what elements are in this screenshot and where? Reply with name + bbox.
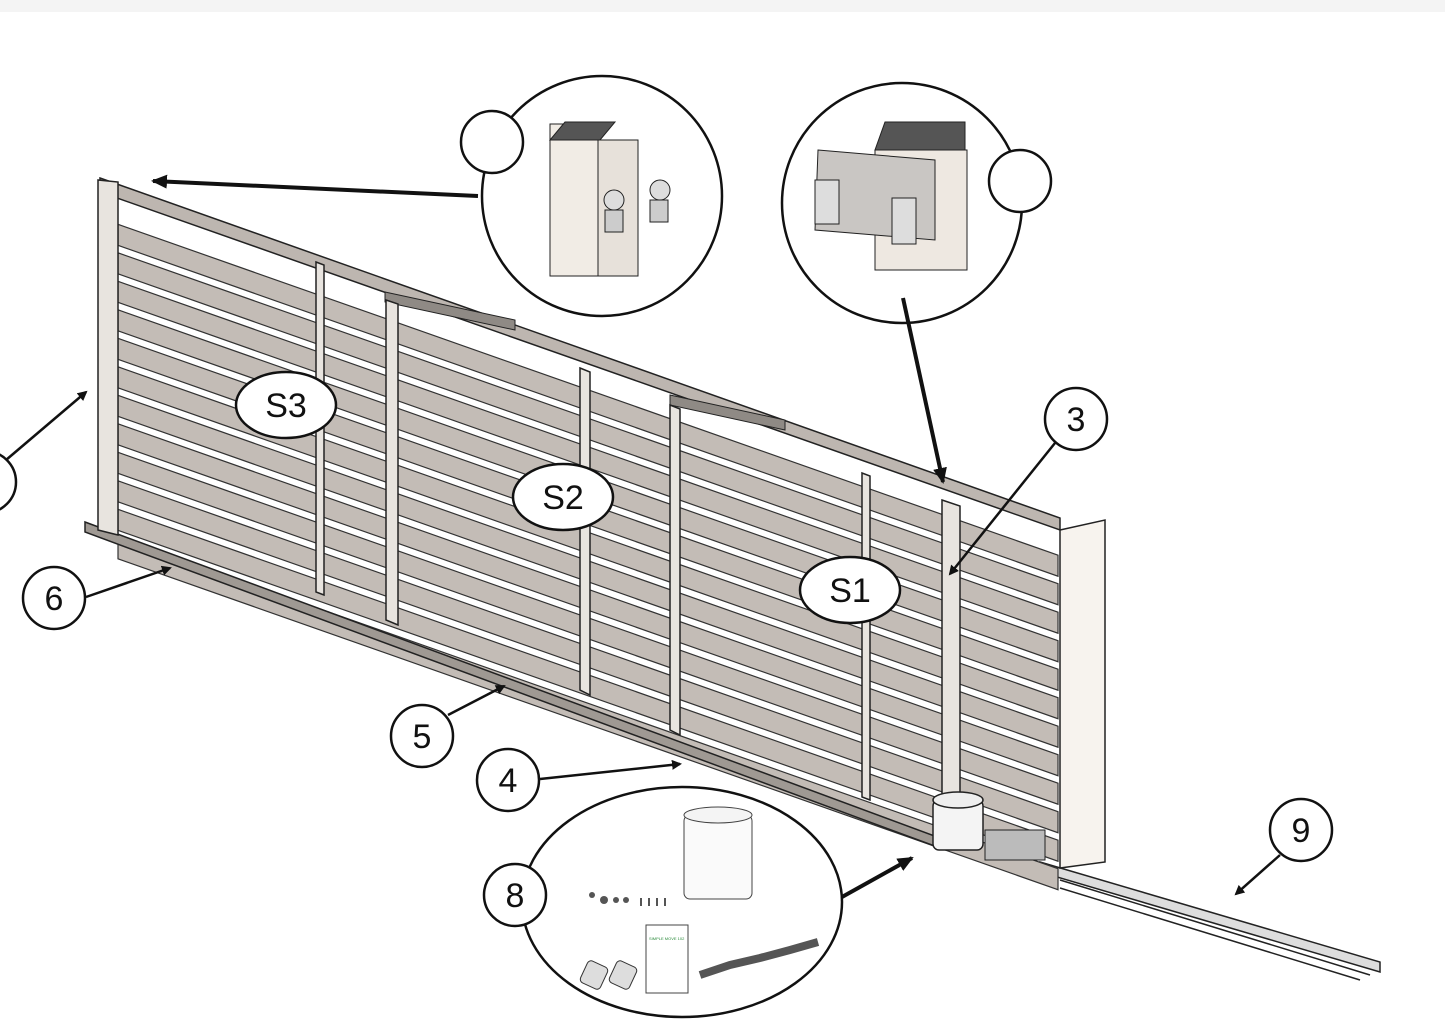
remote-control-icon (608, 960, 638, 990)
svg-text:9: 9 (1292, 812, 1311, 850)
manual-booklet (645, 924, 689, 994)
svg-text:5: 5 (413, 718, 432, 756)
gate-posts (97, 179, 1106, 869)
receiving-post (1059, 519, 1106, 869)
callout-3: 3 (948, 386, 1109, 576)
manual-title: SIMPLE MOVE 102 (649, 936, 685, 941)
callout-9: 9 (1234, 797, 1334, 896)
svg-text:6: 6 (45, 580, 64, 618)
svg-text:8: 8 (506, 877, 525, 915)
remote-control-icon (579, 960, 609, 990)
section-label-s1: S1 (798, 555, 902, 625)
svg-text:4: 4 (499, 762, 518, 800)
section-label-s3: S3 (234, 370, 338, 440)
svg-text:S2: S2 (542, 479, 584, 517)
callout-left-partial (0, 390, 88, 511)
callout-4: 4 (475, 747, 682, 813)
svg-text:S1: S1 (829, 572, 871, 610)
callout-8: 8 (482, 862, 548, 928)
svg-text:3: 3 (1067, 401, 1086, 439)
gate-frame (84, 176, 1061, 850)
empty-callout-circle (987, 148, 1053, 214)
detail-guide-rollers (151, 74, 724, 318)
detail-kit-contents: SIMPLE MOVE 102 (520, 785, 914, 1019)
screws-icon (589, 892, 666, 906)
top-bar (0, 0, 1445, 12)
callout-5: 5 (389, 684, 506, 769)
gear-rack-icon (698, 938, 820, 979)
svg-text:S3: S3 (265, 387, 307, 425)
gate-motor (932, 791, 1046, 861)
ground-rail (1039, 860, 1381, 981)
section-label-s2: S2 (511, 462, 615, 532)
callout-6: 6 (21, 565, 172, 631)
detail-top-bracket (780, 81, 1053, 484)
empty-callout-circle (459, 109, 525, 175)
